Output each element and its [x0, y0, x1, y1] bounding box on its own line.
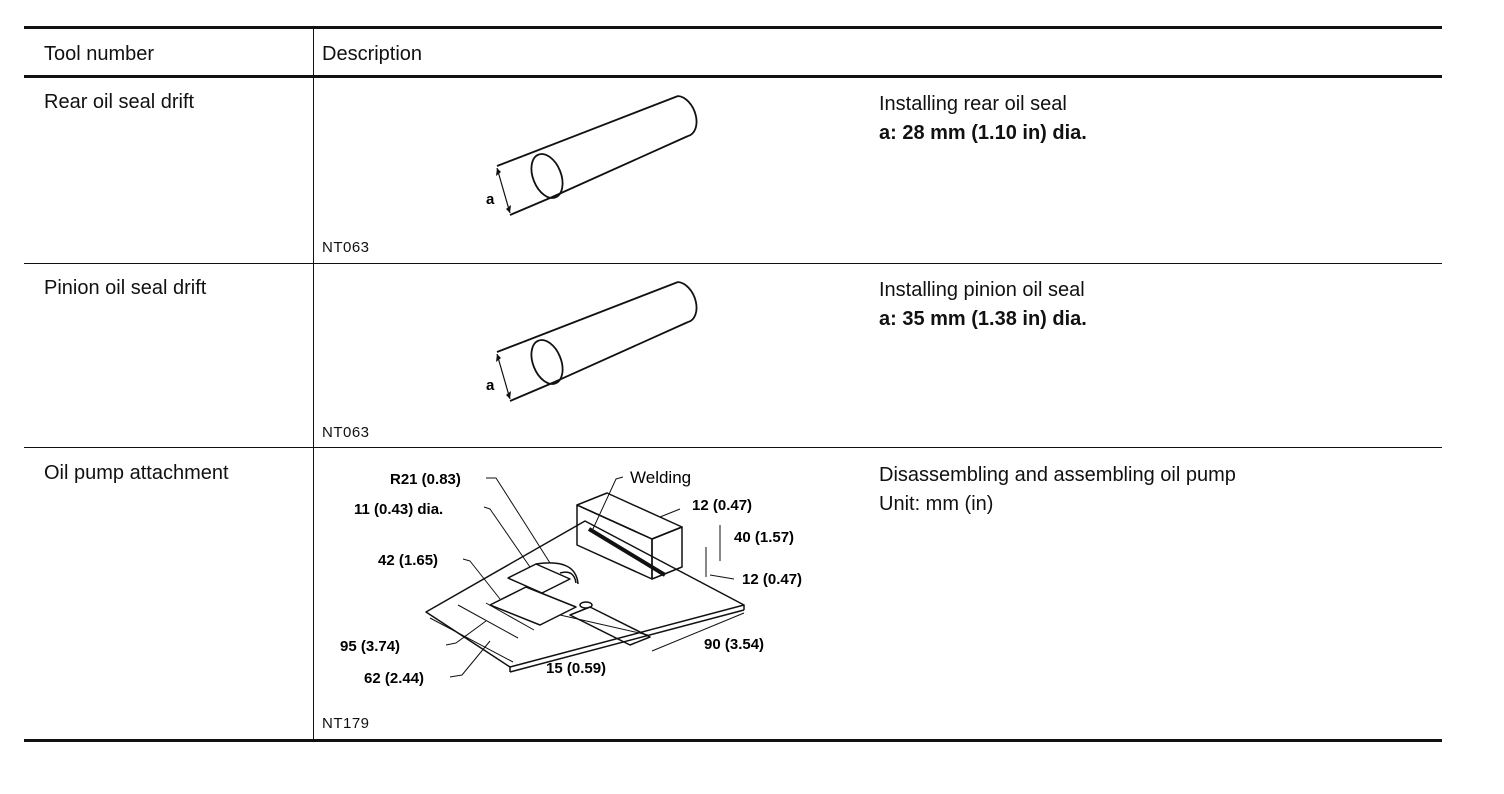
dimension-r21: R21 (0.83)	[390, 471, 461, 488]
dimension-90: 90 (3.54)	[704, 636, 764, 653]
figure-code: NT063	[322, 424, 370, 441]
spec-text: a: 28 mm (1.10 in) dia.	[879, 122, 1087, 144]
column-divider	[313, 28, 314, 740]
row-divider	[24, 447, 1442, 448]
dimension-side-12: 12 (0.47)	[742, 571, 802, 588]
drift-figure: a	[486, 95, 698, 216]
header-tool-number: Tool number	[44, 43, 155, 65]
description-oil-pump-attachment: Disassembling and assembling oil pump Un…	[879, 461, 1419, 519]
dimension-42: 42 (1.65)	[378, 552, 438, 569]
unit-text: Unit: mm (in)	[879, 493, 994, 515]
header-description: Description	[322, 43, 423, 65]
welding-label: Welding	[630, 468, 691, 487]
dimension-15: 15 (0.59)	[546, 660, 606, 677]
oil-pump-attachment-figure: R21 (0.83) 11 (0.43) dia. Welding 12 (0.…	[340, 468, 802, 687]
dimension-62: 62 (2.44)	[364, 670, 424, 687]
spec-text: a: 35 mm (1.38 in) dia.	[879, 308, 1087, 330]
dimension-hole-diameter: 11 (0.43) dia.	[354, 501, 443, 518]
purpose-text: Installing rear oil seal	[879, 93, 1067, 115]
tool-name-oil-pump-attachment: Oil pump attachment	[44, 462, 229, 484]
row-divider	[24, 263, 1442, 264]
tool-name-pinion-oil-seal-drift: Pinion oil seal drift	[44, 277, 207, 299]
dimension-95: 95 (3.74)	[340, 638, 400, 655]
table-bottom-rule	[24, 739, 1442, 742]
description-pinion-oil-seal-drift: Installing pinion oil seal a: 35 mm (1.3…	[879, 276, 1419, 334]
figure-code: NT063	[322, 239, 370, 256]
drift-figure: a	[486, 281, 698, 402]
dimension-top-12: 12 (0.47)	[692, 497, 752, 514]
figure-label-a: a	[486, 191, 495, 208]
purpose-text: Installing pinion oil seal	[879, 279, 1085, 301]
tool-name-rear-oil-seal-drift: Rear oil seal drift	[44, 91, 195, 113]
dimension-height-40: 40 (1.57)	[734, 529, 794, 546]
figure-code: NT179	[322, 715, 370, 732]
purpose-text: Disassembling and assembling oil pump	[879, 464, 1236, 486]
header-bottom-rule	[24, 75, 1442, 78]
table-top-rule	[24, 26, 1442, 29]
description-rear-oil-seal-drift: Installing rear oil seal a: 28 mm (1.10 …	[879, 90, 1419, 148]
figure-label-a: a	[486, 377, 495, 394]
